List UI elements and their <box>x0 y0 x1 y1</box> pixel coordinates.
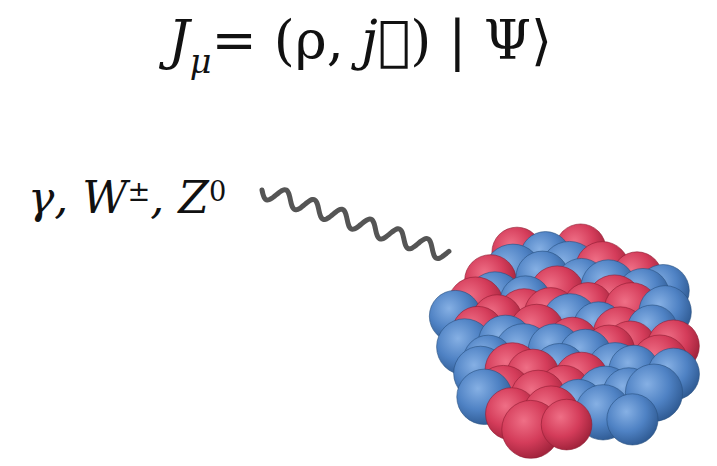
proton-sphere <box>541 399 592 450</box>
boson-label: γ, W±, Z0 <box>28 176 226 220</box>
charge-superscript: ± <box>128 176 151 207</box>
neutron-sphere <box>607 394 658 445</box>
subscript-index: μ <box>190 42 212 81</box>
charge-superscript: 0 <box>209 176 226 207</box>
current-formula: Jμ= (ρ, j⃗) | Ψ⟩ <box>168 14 552 68</box>
boson-wavy-line <box>262 190 449 259</box>
nucleus <box>429 224 699 458</box>
formula-part: = (ρ, <box>211 9 361 72</box>
current-symbol: J <box>168 9 190 72</box>
boson-names: , Z <box>150 172 209 223</box>
state-ket: ) | Ψ⟩ <box>410 9 552 72</box>
current-vector: j⃗ <box>361 9 410 72</box>
boson-names: γ, W <box>28 172 128 223</box>
